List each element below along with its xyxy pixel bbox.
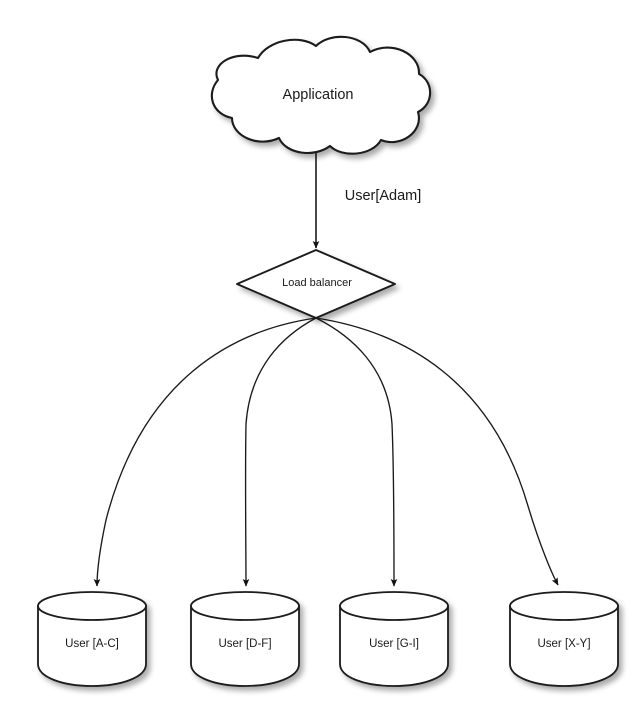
- cylinder-db-3-shape: [339, 591, 449, 687]
- edge-loadbalancer-to-db-1: [93, 317, 317, 587]
- edge-loadbalancer-to-db-3: [315, 317, 398, 587]
- diamond-loadbalancer-shape: [236, 249, 396, 319]
- cylinder-db-2-shape: [190, 591, 300, 687]
- cylinder-db-1-shape: [37, 591, 147, 687]
- edge-loadbalancer-to-db-2: [242, 317, 317, 587]
- edge-loadbalancer-to-db-4: [315, 317, 559, 586]
- cylinder-db-4-shape: [509, 591, 619, 687]
- cloud-application-shape: [210, 35, 432, 155]
